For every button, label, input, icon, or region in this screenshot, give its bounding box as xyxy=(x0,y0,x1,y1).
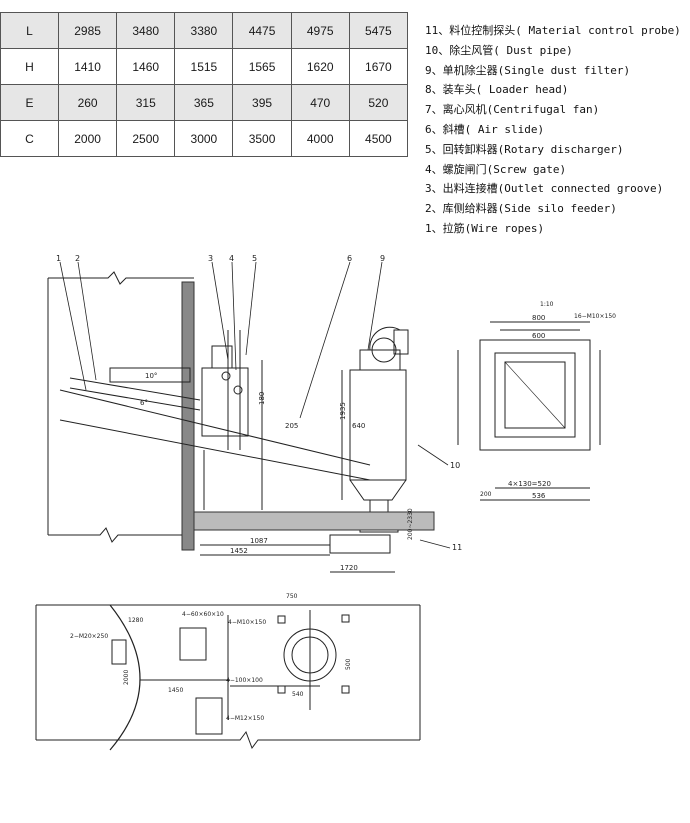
table-cell: 4000 xyxy=(290,120,350,157)
dim-2330: 200~2330 xyxy=(407,508,414,540)
part-label-6: 6 xyxy=(347,254,352,263)
ground-slab: 1087 1452 1720 200~2330 xyxy=(193,508,435,573)
table-cell: 260 xyxy=(57,84,118,121)
table-cell: 315 xyxy=(116,84,176,121)
table-cell: 3000 xyxy=(174,120,234,157)
table-cell: 5475 xyxy=(348,12,409,49)
silo-wall xyxy=(47,271,195,551)
legend-item: 8、装车头( Loader head) xyxy=(425,83,569,97)
legend-item: 1、拉筋(Wire ropes) xyxy=(425,221,545,235)
feeder-assembly: 180 xyxy=(201,330,266,510)
table-cell: 1670 xyxy=(348,48,409,85)
legend-item: 10、除尘风管( Dust pipe) xyxy=(425,43,573,57)
dim-10deg: 10° xyxy=(145,372,157,380)
part-label-3: 3 xyxy=(208,254,213,263)
dim-600: 600 xyxy=(532,332,545,340)
scale-label: 1:10 xyxy=(540,301,554,308)
table-cell: 2500 xyxy=(116,120,176,157)
bolts-top: 16−M10×150 xyxy=(574,313,616,320)
table-cell: 4975 xyxy=(290,12,350,49)
table-cell: 365 xyxy=(174,84,234,121)
dim-800: 800 xyxy=(532,314,545,322)
part-label-2: 2 xyxy=(75,254,80,263)
bolts-3: 4−M10×150 xyxy=(228,619,266,626)
dim-750: 750 xyxy=(286,593,298,600)
table-cell: 3380 xyxy=(174,12,234,49)
part-leaders xyxy=(59,261,451,549)
table-cell: 2000 xyxy=(57,120,118,157)
dust-filter: 1935 640 xyxy=(339,326,409,533)
table-cell: 1515 xyxy=(174,48,234,85)
part-label-9: 9 xyxy=(380,254,385,263)
table-cell: 1565 xyxy=(232,48,292,85)
part-label-1: 1 xyxy=(56,254,61,263)
side-view: 800 600 4×130=520 536 16−M10×150 1:10 xyxy=(457,301,616,501)
part-label-10: 10 xyxy=(450,461,460,470)
part-label-11: 11 xyxy=(452,543,462,552)
legend-item: 9、单机除尘器(Single dust filter) xyxy=(425,63,631,77)
dim-500: 500 xyxy=(345,658,352,670)
dim-1280: 1280 xyxy=(128,617,143,624)
bolts-1: 2−M20×250 xyxy=(70,633,108,640)
row-label: L xyxy=(0,12,59,49)
table-cell: 470 xyxy=(290,84,350,121)
dim-1452: 1452 xyxy=(230,547,248,555)
legend-item: 4、螺旋闸门(Screw gate) xyxy=(425,162,567,176)
table-cell: 3480 xyxy=(116,12,176,49)
table-cell: 1460 xyxy=(116,48,176,85)
dim-200: 200 xyxy=(480,491,492,498)
dim-4x130: 4×130=520 xyxy=(508,480,551,488)
row-label: C xyxy=(0,120,59,157)
row-label: H xyxy=(0,48,59,85)
engineering-drawing: 1 2 3 4 5 6 9 10 11 10° 6° 205 180 xyxy=(35,254,616,751)
part-label-4: 4 xyxy=(229,254,234,263)
dim-540: 540 xyxy=(292,691,304,698)
legend-item: 3、出料连接槽(Outlet connected groove) xyxy=(425,182,664,196)
table-cell: 2985 xyxy=(57,12,118,49)
legend-item: 11、料位控制探头( Material control probe) xyxy=(425,24,681,37)
table-cell: 4500 xyxy=(348,120,409,157)
dim-1720: 1720 xyxy=(340,564,358,572)
bolts-4: 4−100×100 xyxy=(226,677,263,684)
legend-item: 6、斜槽( Air slide) xyxy=(425,122,545,136)
air-slide: 10° 6° 205 xyxy=(59,367,371,481)
table-cell: 3500 xyxy=(232,120,292,157)
bolts-2: 4−60×60×10 xyxy=(182,611,224,618)
table-cell: 1620 xyxy=(290,48,350,85)
dim-640: 640 xyxy=(352,422,365,430)
dim-2000: 2000 xyxy=(123,670,130,685)
bolts-5: 4−M12×150 xyxy=(226,715,264,722)
legend-item: 2、库侧给料器(Side silo feeder) xyxy=(425,202,617,216)
table-cell: 520 xyxy=(348,84,409,121)
part-label-5: 5 xyxy=(252,254,257,263)
plan-view: 750 1450 540 500 2000 1280 2−M20×250 4−6… xyxy=(35,491,492,751)
table-cell: 4475 xyxy=(232,12,292,49)
legend-item: 5、回转卸料器(Rotary discharger) xyxy=(425,142,624,156)
dim-205: 205 xyxy=(285,422,298,430)
part-number-labels: 1 2 3 4 5 6 9 10 11 xyxy=(56,254,462,552)
table-cell: 395 xyxy=(232,84,292,121)
table-cell: 1410 xyxy=(57,48,118,85)
parts-legend: 11、料位控制探头( Material control probe) 10、除尘风… xyxy=(425,21,681,239)
legend-item: 7、离心风机(Centrifugal fan) xyxy=(425,103,600,117)
dim-180: 180 xyxy=(258,392,266,405)
dim-1450: 1450 xyxy=(168,687,183,694)
dim-1087: 1087 xyxy=(250,537,268,545)
dim-6deg: 6° xyxy=(140,399,148,407)
dim-1935: 1935 xyxy=(339,402,347,420)
row-label: E xyxy=(0,84,59,121)
dim-536: 536 xyxy=(532,492,546,500)
